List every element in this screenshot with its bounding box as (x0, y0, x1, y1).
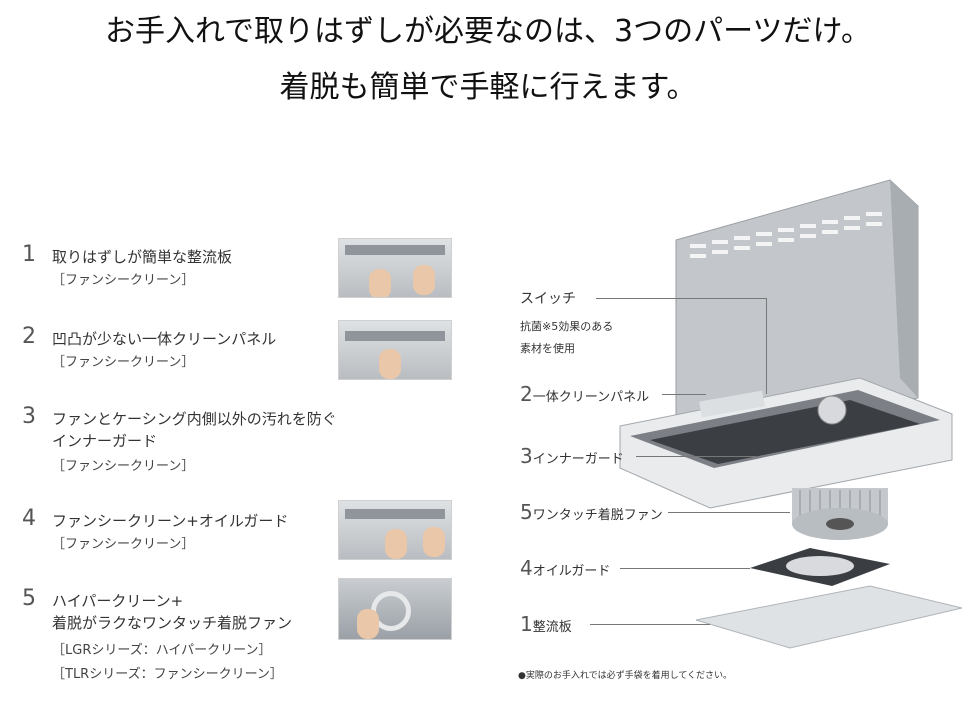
item-number: 2 (22, 324, 36, 349)
headline-line-2: 着脱も簡単で手軽に行えます。 (279, 70, 697, 105)
headline-line-1: お手入れで取りはずしが必要なのは、3つのパーツだけ。 (104, 14, 872, 49)
glove-note: ●実際のお手入れでは必ず手袋を着用してください。 (518, 671, 733, 681)
photo-clean-panel (338, 320, 452, 380)
label-part-rectifier-plate: 1整流板 (520, 612, 572, 636)
part-number: 1 (520, 612, 533, 636)
item-title-line-2: インナーガード (52, 432, 158, 450)
feature-item-1: 1 取りはずしが簡単な整流板 ［ファンシークリーン］ (22, 242, 342, 296)
part-number: 3 (520, 444, 533, 468)
part-number: 5 (520, 500, 533, 524)
item-series: ［ファンシークリーン］ (52, 355, 195, 370)
part-name: オイルガード (532, 564, 611, 579)
item-title: 凹凸が少ない一体クリーンパネル (52, 330, 277, 348)
part-number: 4 (520, 556, 533, 580)
item-title: ファンシークリーン+オイルガード (52, 512, 289, 530)
feature-item-4: 4 ファンシークリーン+オイルガード ［ファンシークリーン］ (22, 506, 342, 560)
item-series: ［ファンシークリーン］ (52, 537, 195, 552)
leader-line-switch-drop (766, 298, 767, 394)
feature-item-3: 3 ファンとケーシング内側以外の汚れを防ぐ インナーガード ［ファンシークリーン… (22, 404, 342, 480)
feature-item-5: 5 ハイパークリーン+ 着脱がラクなワンタッチ着脱ファン ［LGRシリーズ：ハイ… (22, 586, 342, 686)
photo-one-touch-fan (338, 578, 452, 640)
leader-line-fan (668, 512, 790, 513)
label-part-oil-guard: 4オイルガード (520, 556, 610, 580)
part-number: 2 (520, 382, 533, 406)
label-antibacterial-1: 抗菌※5効果のある (520, 320, 614, 333)
item-series: ［LGRシリーズ：ハイパークリーン］ (52, 643, 272, 658)
item-series: ［ファンシークリーン］ (52, 459, 195, 474)
label-part-inner-guard: 3インナーガード (520, 444, 624, 468)
leader-line-inner-guard (636, 456, 756, 457)
item-title-line-2: 着脱がラクなワンタッチ着脱ファン (52, 614, 293, 632)
item-number: 5 (22, 586, 36, 611)
item-number: 4 (22, 506, 36, 531)
item-title: ハイパークリーン+ (52, 592, 184, 610)
part-name: インナーガード (532, 452, 624, 467)
item-series: ［ファンシークリーン］ (52, 273, 195, 288)
item-title: ファンとケーシング内側以外の汚れを防ぐ (52, 410, 337, 428)
item-series-2: ［TLRシリーズ：ファンシークリーン］ (52, 667, 283, 682)
photo-oil-guard (338, 500, 452, 560)
photo-rectifier-plate (338, 238, 452, 298)
item-number: 1 (22, 242, 36, 267)
item-title: 取りはずしが簡単な整流板 (52, 248, 233, 266)
part-name: ワンタッチ着脱ファン (532, 508, 663, 523)
leader-line-switch (596, 298, 766, 299)
feature-item-2: 2 凹凸が少ない一体クリーンパネル ［ファンシークリーン］ (22, 324, 342, 378)
label-part-fan: 5ワンタッチ着脱ファン (520, 500, 663, 524)
label-antibacterial-2: 素材を使用 (520, 342, 575, 355)
label-part-clean-panel: 2一体クリーンパネル (520, 382, 649, 406)
item-number: 3 (22, 404, 36, 429)
leader-line-oil-guard (620, 568, 750, 569)
leader-line-rectifier (590, 624, 710, 625)
label-switch: スイッチ (520, 291, 576, 307)
part-name: 一体クリーンパネル (532, 390, 650, 405)
range-hood-exploded-diagram (619, 179, 963, 649)
leader-line-panel (662, 394, 706, 395)
part-name: 整流板 (532, 620, 572, 635)
